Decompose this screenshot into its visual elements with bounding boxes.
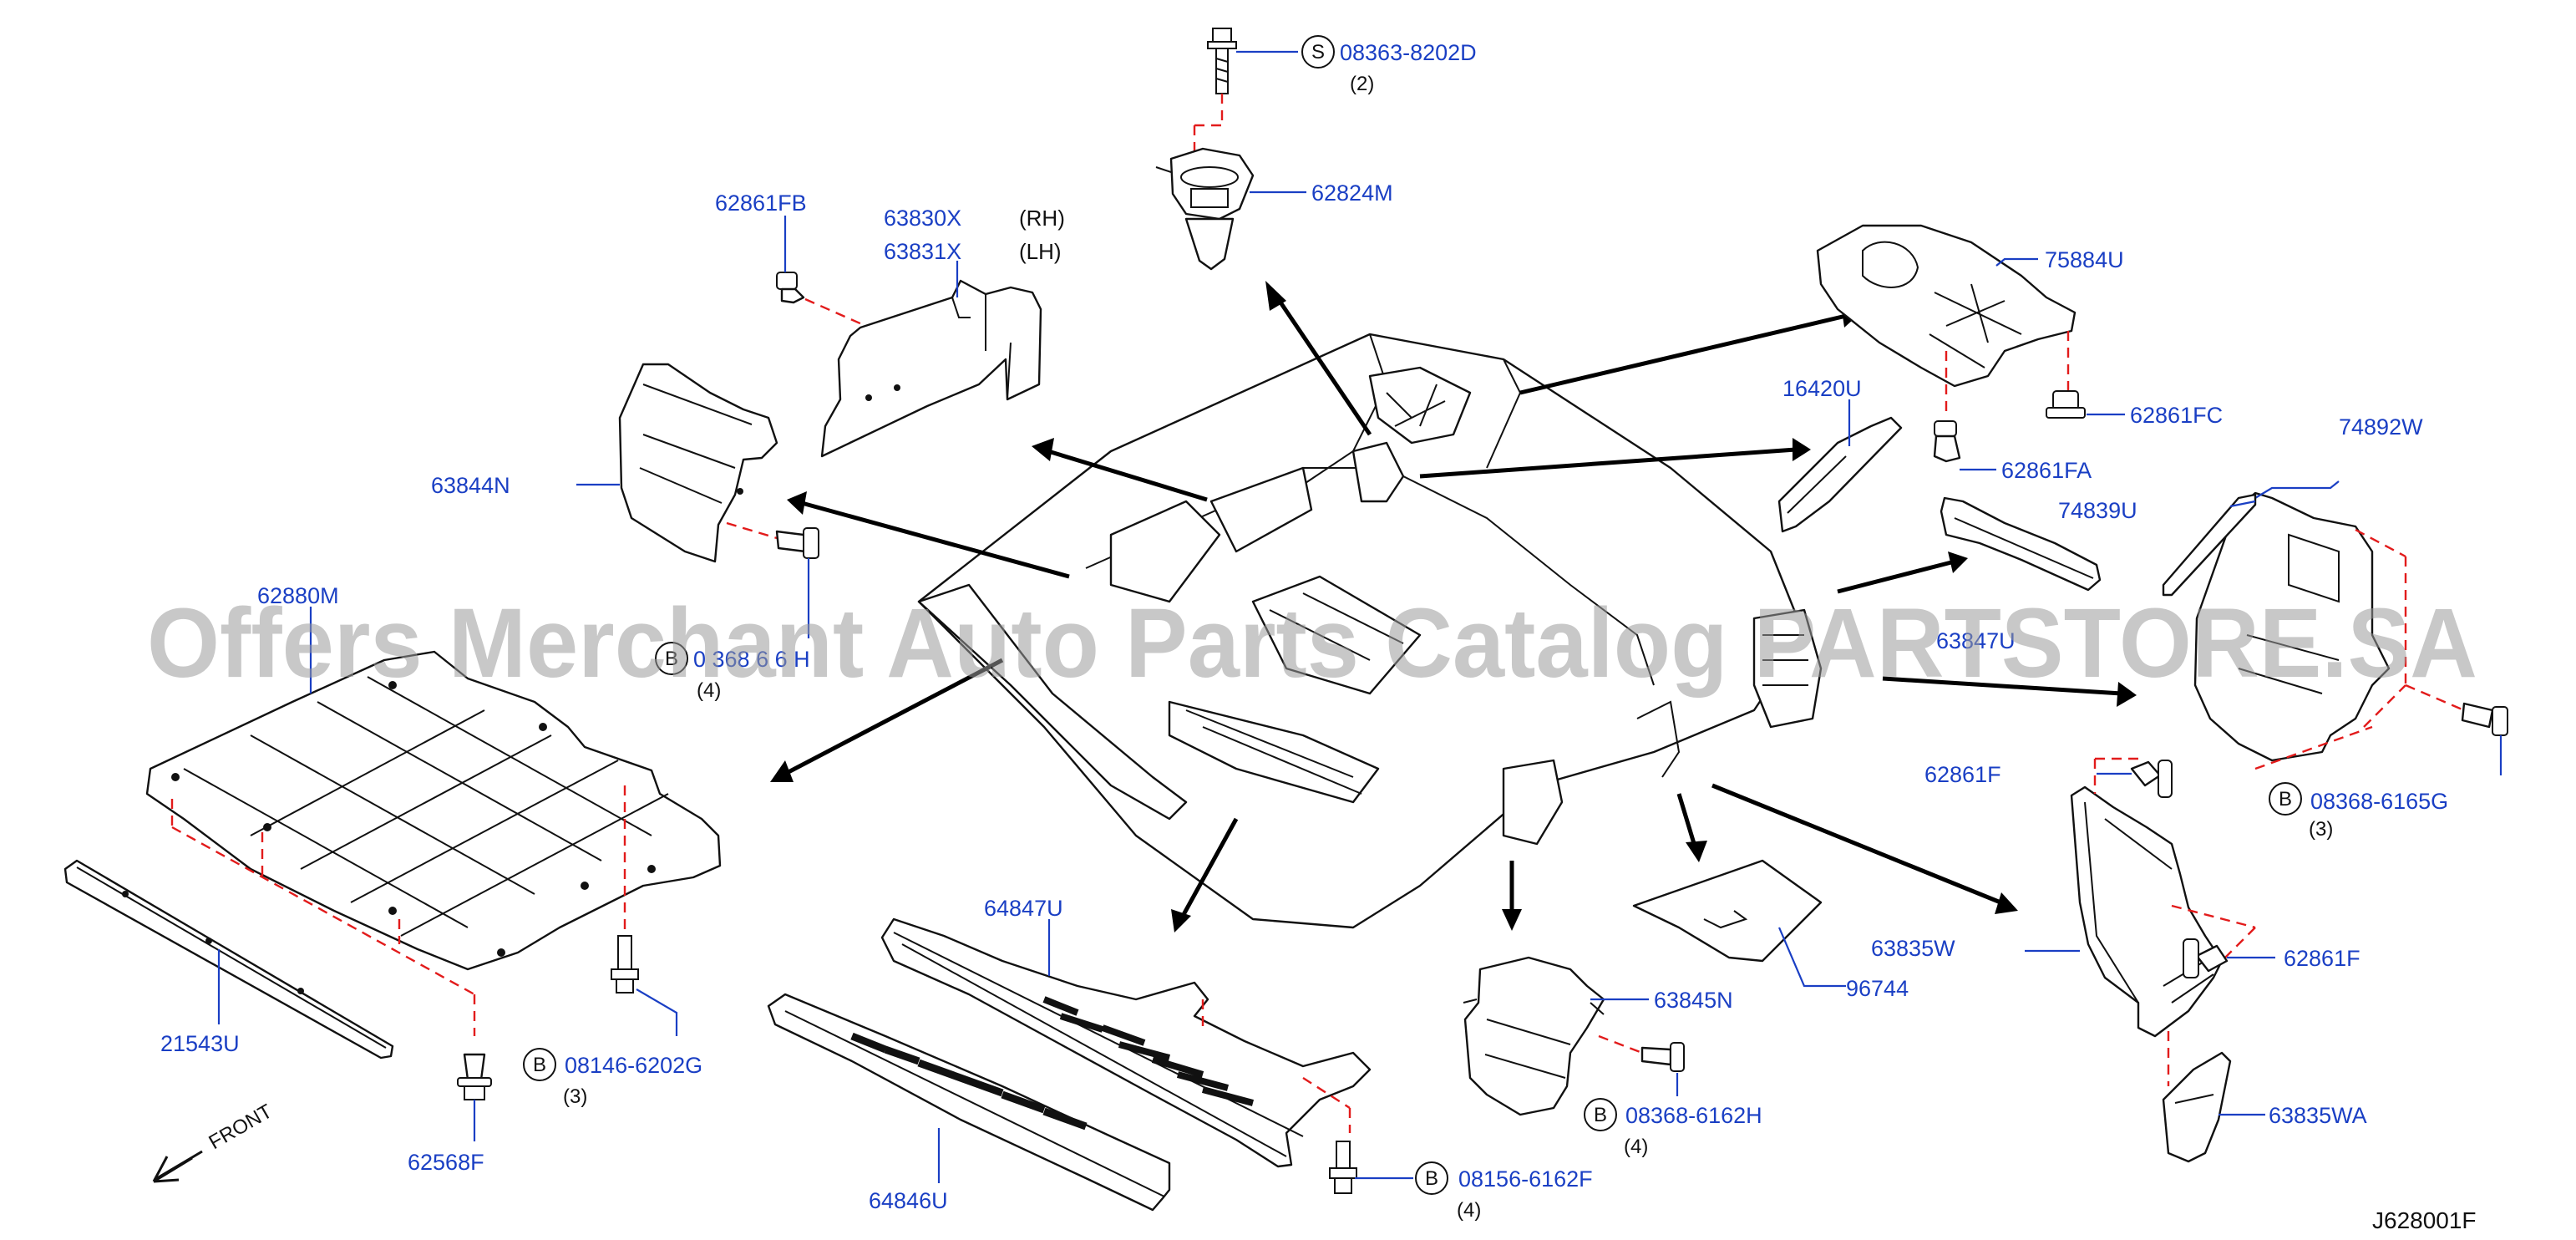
fastener-62861fc: 62861FC [2046, 390, 2223, 428]
assembly-arrows [770, 281, 2137, 933]
label-62861fb: 62861FB [715, 191, 807, 216]
clip-icon [457, 1053, 492, 1100]
b-letter: B [1425, 1167, 1438, 1190]
label-62861f-a: 62861F [1924, 762, 2001, 787]
part-62824m-group: 62824M S 08363-8202D (2) [1155, 28, 1477, 271]
b-letter: B [1594, 1104, 1607, 1126]
bolt-icon [775, 527, 819, 559]
label-62861f-b: 62861F [2284, 946, 2360, 971]
part-96744-group: 96744 [1632, 859, 1909, 1001]
b-circle-icon [523, 1048, 556, 1081]
label-63831x: 63831X [884, 239, 961, 264]
qty-08146: (3) [563, 1085, 587, 1108]
label-08368-6165g: 08368-6165G [2310, 789, 2448, 814]
qty-08368-b: (4) [697, 679, 721, 702]
side-lh: (LH) [1019, 239, 1062, 264]
bolt-icon [611, 935, 639, 994]
label-62824m: 62824M [1311, 180, 1393, 206]
part-63835w-group: 63835W [1871, 757, 2256, 1086]
label-21543u: 21543U [160, 1031, 240, 1056]
fasteners-bottom-center: B 08156-6162F (4) [1329, 1141, 1593, 1222]
side-rh: (RH) [1019, 206, 1065, 231]
b-letter: B [665, 648, 678, 670]
s-circle-icon [1301, 35, 1335, 69]
label-16420u: 16420U [1782, 376, 1862, 401]
clip-icon [2046, 390, 2086, 419]
label-08368-b: 0 368 6 6 H [693, 647, 810, 672]
qty-08368-6165g: (3) [2309, 818, 2333, 841]
label-08156-6162f: 08156-6162F [1458, 1166, 1593, 1192]
bolt-icon [2461, 702, 2508, 736]
label-62568f: 62568F [408, 1150, 484, 1175]
part-63835wa-group: 63835WA [2162, 1051, 2367, 1163]
fasteners-bottom-left: B 08146-6202G (3) 62568F [408, 935, 702, 1175]
label-74892w: 74892W [2339, 414, 2423, 440]
fastener-62861f-b: 62861F [2183, 938, 2360, 978]
clip-bracket-62824m [1155, 147, 1255, 271]
b-circle-icon [1415, 1161, 1448, 1195]
part-64846u-group: 64846U [767, 993, 1171, 1213]
label-62861fc: 62861FC [2130, 403, 2223, 428]
label-96744: 96744 [1846, 976, 1909, 1001]
qty-08368-6162h: (4) [1624, 1136, 1648, 1158]
watermark-text: Offers Merchant Auto Parts Catalog PARTS… [147, 588, 2477, 699]
part-63830x-group: 62861FB 63830X 63831X (RH) (LH) [715, 191, 1065, 458]
part-63847u-group: 63847U [1936, 496, 2102, 653]
label-08363-8202d: 08363-8202D [1340, 40, 1477, 65]
part-74892w-group: 74892W B 08368-6165G (3) [2193, 414, 2508, 841]
b-circle-icon [655, 642, 688, 675]
bolt-icon [1207, 28, 1237, 94]
label-63847u: 63847U [1936, 628, 2016, 653]
label-63844n: 63844N [431, 473, 510, 498]
part-16420u-group: 16420U [1777, 376, 1903, 533]
part-21543u-group: 21543U [63, 859, 394, 1060]
fastener-62861fa: 62861FA [1933, 420, 2092, 483]
clip-icon [1933, 420, 1961, 463]
qty-08363: (2) [1350, 73, 1374, 95]
label-08368-6162h: 08368-6162H [1625, 1103, 1762, 1128]
label-64846u: 64846U [869, 1188, 948, 1213]
part-64847u-group: 64847U [880, 896, 1372, 1168]
front-label: FRONT [205, 1100, 276, 1154]
vehicle-underbody [917, 333, 1823, 929]
label-63830x: 63830X [884, 206, 961, 231]
b-circle-icon [1584, 1098, 1617, 1131]
part-74839u-group: 74839U [2058, 493, 2257, 597]
label-62861fa: 62861FA [2001, 458, 2092, 483]
label-74839u: 74839U [2058, 498, 2137, 523]
fastener-62861f-a: 62861F [1924, 760, 2173, 798]
bolt-icon [1640, 1042, 1685, 1072]
part-75884u-group: 75884U [1816, 224, 2124, 414]
b-letter: B [533, 1054, 546, 1076]
label-63835w: 63835W [1871, 936, 1955, 961]
part-62880m-group: 62880M [145, 583, 722, 1036]
part-63845n-group: 63845N B 08368-6162H (4) [1463, 956, 1762, 1158]
clip-icon [776, 272, 805, 304]
label-63845n: 63845N [1654, 988, 1733, 1013]
label-08146-6202g: 08146-6202G [565, 1053, 702, 1078]
label-62880m: 62880M [257, 583, 339, 608]
front-indicator: FRONT [152, 1100, 276, 1183]
clip-icon [2130, 760, 2173, 798]
diagram-code: J628001F [2372, 1207, 2477, 1233]
s-letter: S [1311, 41, 1325, 64]
b-letter: B [2279, 788, 2292, 811]
clip-icon [2183, 938, 2229, 978]
bolt-icon [1329, 1141, 1357, 1194]
label-64847u: 64847U [984, 896, 1063, 921]
label-63835wa: 63835WA [2269, 1103, 2367, 1128]
b-circle-icon [2269, 782, 2302, 816]
qty-08156: (4) [1457, 1199, 1481, 1222]
label-75884u: 75884U [2045, 247, 2124, 272]
part-63844n-group: 63844N B 0 368 6 6 H (4) [431, 363, 819, 702]
